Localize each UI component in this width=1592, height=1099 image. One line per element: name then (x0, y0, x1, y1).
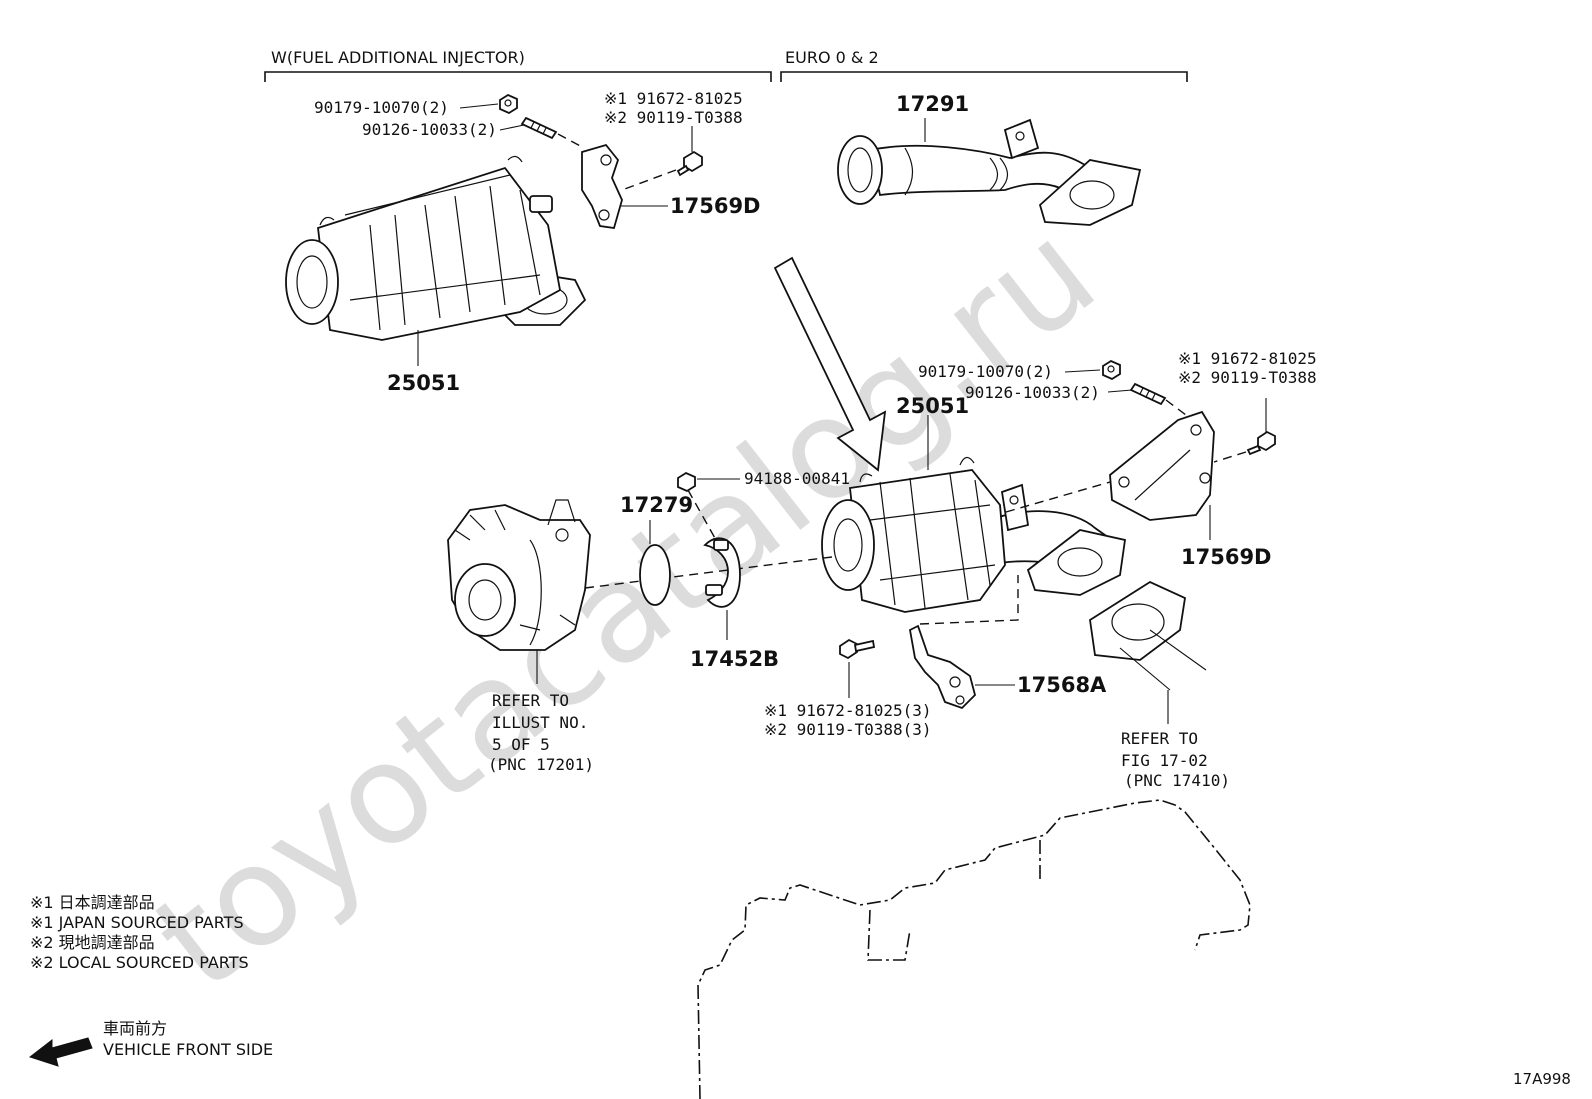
refer-turbo-line3: 5 OF 5 (492, 735, 550, 754)
pipe-17291-drawing (837, 118, 1142, 226)
bolt-left-label-1: ※1 91672-81025 (604, 89, 743, 108)
left-section-bracket (264, 71, 772, 82)
bolt-lower-label-1: ※1 91672-81025(3) (764, 701, 932, 720)
nut-right-label: 90179-10070(2) (918, 362, 1053, 381)
refer-fig-line2: FIG 17-02 (1121, 751, 1208, 770)
clamp-drawing (703, 537, 741, 608)
converter-left-drawing (285, 155, 587, 341)
gasket-ring-drawing (639, 544, 671, 606)
nut-clamp-drawing (677, 471, 696, 493)
exhaust-gasket-drawing (1089, 580, 1207, 691)
nut-left-label: 90179-10070(2) (314, 98, 449, 117)
bracket-right-label: 17569D (1181, 545, 1272, 569)
legend-line-4: ※2 LOCAL SOURCED PARTS (30, 953, 249, 972)
converter-right-label: 25051 (896, 394, 969, 418)
bracket-lower-drawing (908, 624, 977, 710)
refer-fig-line3: (PNC 17410) (1124, 771, 1230, 790)
stud-left-label: 90126-10033(2) (362, 120, 497, 139)
legend-line-1: ※1 日本調達部品 (30, 893, 155, 912)
bolt-right-label-2: ※2 90119-T0388 (1178, 368, 1317, 387)
refer-turbo-line1: REFER TO (492, 691, 569, 710)
right-section-bracket (780, 71, 1188, 82)
bracket-left-drawing (581, 143, 623, 230)
right-section-header: EURO 0 & 2 (785, 48, 879, 67)
refer-fig-line1: REFER TO (1121, 729, 1198, 748)
stud-left-drawing (520, 116, 558, 140)
legend-line-2: ※1 JAPAN SOURCED PARTS (30, 913, 244, 932)
refer-turbo-line2: ILLUST NO. (492, 713, 588, 732)
left-section-header: W(FUEL ADDITIONAL INJECTOR) (271, 48, 525, 67)
nut-left-drawing (499, 93, 518, 115)
clamp-label: 17452B (690, 647, 779, 671)
legend: ※1 日本調達部品 ※1 JAPAN SOURCED PARTS ※2 現地調達… (30, 893, 249, 972)
vehicle-front-arrow-icon (28, 1037, 93, 1067)
stud-right-label: 90126-10033(2) (965, 383, 1100, 402)
turbocharger-drawing (447, 499, 591, 651)
converter-left-label: 25051 (387, 371, 460, 395)
bolt-lower-drawing (839, 638, 876, 660)
bolt-right-drawing (1246, 430, 1276, 456)
figure-code: 17A998 (1513, 1070, 1571, 1088)
pipe-17291-label: 17291 (896, 92, 969, 116)
nut-clamp-label: 94188-00841 (744, 469, 850, 488)
converter-right-drawing (821, 456, 1127, 613)
bracket-right-drawing (1109, 410, 1215, 521)
legend-line-3: ※2 現地調達部品 (30, 933, 155, 952)
bracket-lower-label: 17568A (1017, 673, 1107, 697)
watermark: toyotacatalog.ru (126, 192, 1124, 1021)
direction-label-en: VEHICLE FRONT SIDE (103, 1040, 273, 1059)
engine-outline-drawing (697, 799, 1251, 1099)
bolt-left-label-2: ※2 90119-T0388 (604, 108, 743, 127)
bracket-left-label: 17569D (670, 194, 761, 218)
nut-right-drawing (1102, 359, 1121, 381)
bolt-left-drawing (676, 150, 703, 177)
bolt-lower-label-2: ※2 90119-T0388(3) (764, 720, 932, 739)
direction-label-jp: 車両前方 (103, 1019, 167, 1038)
direction-arrow-icon (773, 256, 887, 472)
stud-right-drawing (1129, 382, 1167, 406)
bolt-right-label-1: ※1 91672-81025 (1178, 349, 1317, 368)
refer-turbo-line4: (PNC 17201) (488, 755, 594, 774)
gasket-ring-label: 17279 (620, 493, 693, 517)
